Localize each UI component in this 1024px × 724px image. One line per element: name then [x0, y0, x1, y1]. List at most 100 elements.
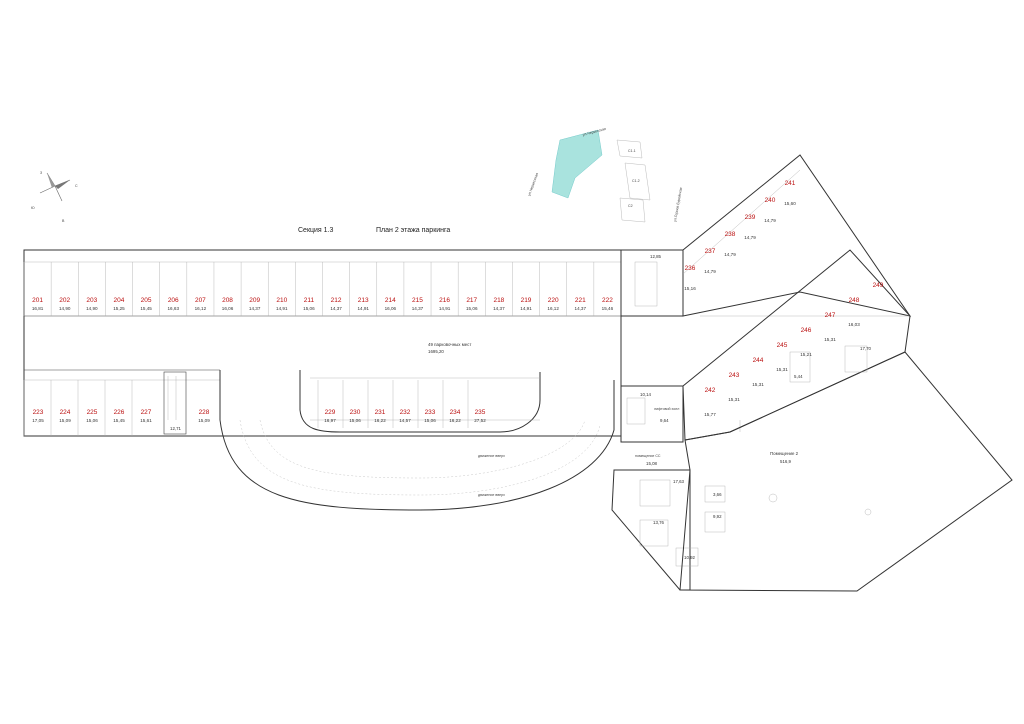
parking-space-233: 233 15,06: [424, 409, 436, 423]
stair-left: 12,71: [163, 371, 187, 435]
space-area: 14,90: [86, 306, 98, 311]
block-label-c11: С1.1: [628, 149, 636, 153]
space-number: 201: [32, 297, 43, 304]
space-number: 247: [825, 312, 836, 319]
space-number: 219: [521, 297, 532, 304]
core-d-area: 9,92: [713, 514, 722, 519]
space-number: 231: [375, 409, 386, 416]
space-number: 214: [385, 297, 396, 304]
space-number: 244: [753, 357, 764, 364]
space-number: 217: [466, 297, 477, 304]
space-number: 215: [412, 297, 423, 304]
space-area: 14,79: [724, 252, 736, 257]
space-area: 15,06: [466, 306, 478, 311]
space-number: 230: [350, 409, 361, 416]
space-number: 229: [325, 409, 336, 416]
parking-space-201: 201 16,81: [32, 297, 44, 311]
space-area: 16,81: [32, 306, 44, 311]
space-area: 15,31: [752, 382, 764, 387]
parking-space-204: 204 15,25: [113, 297, 125, 311]
space-number: 228: [199, 409, 210, 416]
space-area: 15,60: [784, 201, 796, 206]
parking-space-237: 237 14,79: [704, 248, 716, 274]
top-space-dividers: [23, 262, 595, 316]
space-area: 15,25: [113, 306, 125, 311]
space-area: 15,61: [140, 418, 152, 423]
core-a-area: 10,14: [640, 392, 652, 397]
space-area: 14,57: [399, 418, 411, 423]
space-number: 237: [705, 248, 716, 255]
space-number: 239: [745, 214, 756, 221]
space-number: 226: [114, 409, 125, 416]
space-number: 212: [331, 297, 342, 304]
street-label-3: ул.Героев Бурейская: [673, 187, 683, 222]
compass-rose: З С Ю В: [31, 171, 78, 223]
cc-room: помещение СС 15,08: [635, 454, 661, 466]
location-map: ул.Черкесская ул.Черкесская ул.Героев Бу…: [527, 127, 683, 223]
space-number: 236: [685, 265, 696, 272]
space-area: 14,79: [764, 218, 776, 223]
space-area: 16,97: [324, 418, 336, 423]
parking-space-232: 232 14,57: [399, 409, 411, 423]
space-number: 211: [304, 297, 315, 304]
wing-room-area: 5,44: [794, 374, 803, 379]
space-number: 202: [59, 297, 70, 304]
space-number: 238: [725, 231, 736, 238]
stair-top: 12,85: [620, 249, 684, 317]
space-area: 16,12: [195, 306, 207, 311]
space-area: 27,52: [474, 418, 486, 423]
curved-ramp: движение вверх движение вверх: [219, 370, 615, 511]
parking-space-244: 244 15,31: [752, 357, 764, 387]
space-number: 204: [114, 297, 125, 304]
space-number: 240: [765, 197, 776, 204]
lower-wing-spaces: 24215,7724315,3124415,3124515,3124615,21…: [704, 282, 884, 417]
space-area: 15,06: [424, 418, 436, 423]
space-number: 232: [400, 409, 411, 416]
section-label: Секция 1.3: [298, 227, 334, 234]
space-area: 14,79: [704, 269, 716, 274]
space-number: 233: [425, 409, 436, 416]
space-area: 15,06: [349, 418, 361, 423]
upper-wing: [682, 154, 912, 317]
main-parking-block: [23, 249, 622, 437]
block-label-c12: С1.2: [632, 179, 640, 183]
parking-space-249: 249: [873, 282, 884, 289]
space-area: 15,06: [303, 306, 315, 311]
compass-east: В: [62, 219, 65, 223]
space-area: 15,45: [113, 418, 125, 423]
parking-space-226: 226 15,45: [113, 409, 125, 423]
plan-title: План 2 этажа паркинга: [376, 227, 450, 234]
space-number: 203: [86, 297, 97, 304]
lift-hall-area: 9,64: [660, 418, 669, 423]
space-area: 14,37: [249, 306, 261, 311]
space-area: 16,03: [848, 322, 860, 327]
parking-space-238: 238 14,79: [724, 231, 736, 257]
space-number: 249: [873, 282, 884, 289]
core-f-area: 10,92: [684, 555, 696, 560]
space-area: 14,37: [493, 306, 505, 311]
space-area: 14,79: [744, 235, 756, 240]
space-area: 15,31: [776, 367, 788, 372]
